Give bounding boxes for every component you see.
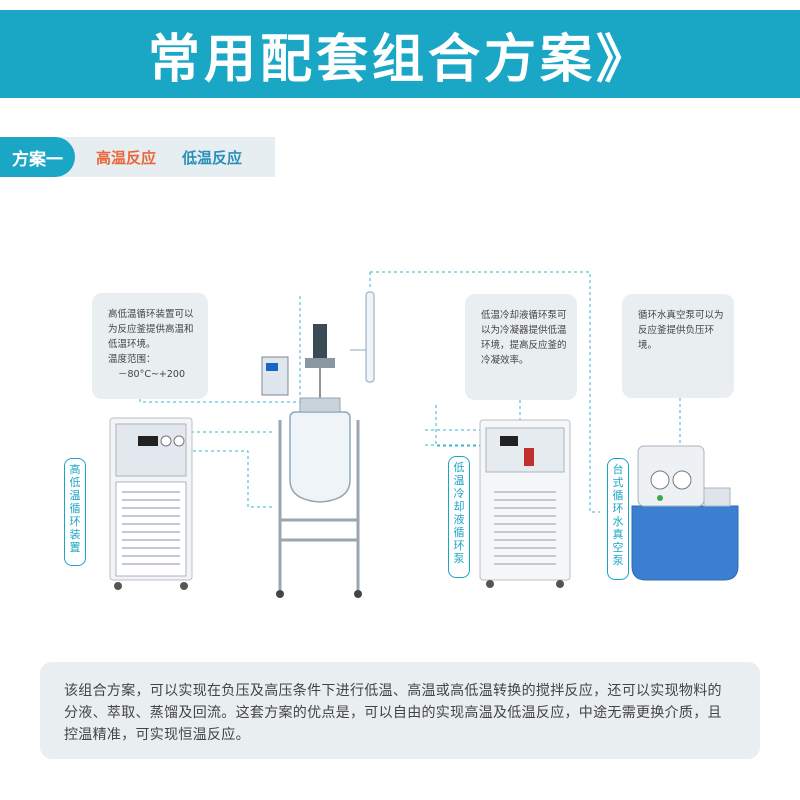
connector-lines xyxy=(139,271,681,513)
callout-chiller-text: 低温冷却液循环泵可以为冷凝器提供低温环境，提高反应釜的冷凝效率。 xyxy=(481,310,567,366)
label-circulator: 高低温循环装置 xyxy=(64,458,86,566)
callout-vacuum-text: 循环水真空泵可以为反应釜提供负压环境。 xyxy=(638,310,724,351)
callout-vacuum: 循环水真空泵可以为反应釜提供负压环境。 xyxy=(622,294,734,398)
label-vacuum: 台式循环水真空泵 xyxy=(607,458,629,580)
label-circulator-text: 高低温循环装置 xyxy=(69,463,81,554)
circulator-unit xyxy=(109,417,193,590)
callout-range-label: 温度范围： xyxy=(108,354,156,365)
label-vacuum-text: 台式循环水真空泵 xyxy=(612,463,624,567)
tag-low-temp: 低温反应 xyxy=(182,149,243,167)
label-chiller-text: 低温冷却液循环泵 xyxy=(453,461,465,565)
callout-circulator-text: 高低温循环装置可以为反应釜提供高温和低温环境。 xyxy=(108,309,194,350)
header-banner: 常用配套组合方案》 xyxy=(0,10,800,98)
callout-chiller: 低温冷却液循环泵可以为冷凝器提供低温环境，提高反应釜的冷凝效率。 xyxy=(465,294,577,400)
description-text: 该组合方案，可以实现在负压及高压条件下进行低温、高温或高低温转换的搅拌反应，还可… xyxy=(64,683,722,743)
label-chiller: 低温冷却液循环泵 xyxy=(448,456,470,578)
chiller-unit xyxy=(479,419,571,588)
vacuum-pump-unit xyxy=(631,445,739,581)
description-box: 该组合方案，可以实现在负压及高压条件下进行低温、高温或高低温转换的搅拌反应，还可… xyxy=(40,662,760,759)
glass-reactor xyxy=(261,291,375,598)
callout-circulator: 高低温循环装置可以为反应釜提供高温和低温环境。 温度范围： －80°C~+200 xyxy=(92,293,208,399)
callout-range-value: －80°C~+200 xyxy=(118,369,186,380)
plan-tab: 方案一 xyxy=(0,137,75,177)
tag-high-temp: 高温反应 xyxy=(96,149,157,167)
page-title: 常用配套组合方案》 xyxy=(147,29,652,90)
